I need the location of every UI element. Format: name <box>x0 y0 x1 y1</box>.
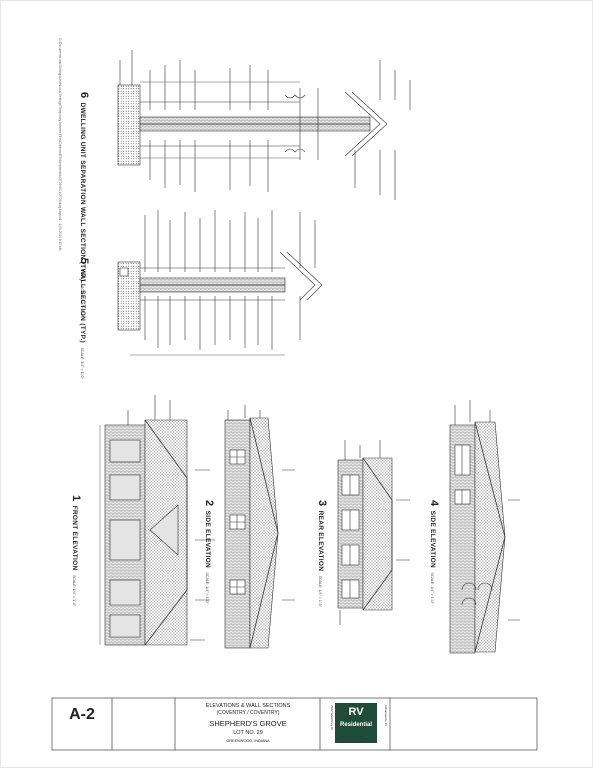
view-3-label: 3 REAR ELEVATION SCALE: 1/4" = 1'-0" <box>314 500 332 607</box>
front-elevation <box>99 395 215 646</box>
view-1-number: 1 <box>70 495 82 502</box>
view-4-scale: SCALE: 1/4" = 1'-0" <box>430 572 434 604</box>
view-5-number: 5 <box>78 258 90 265</box>
view-5-scale: SCALE: 3/4" = 1'-0" <box>80 347 84 379</box>
view-5-title: WALL SECTION (TYP.) <box>79 268 86 344</box>
title-block-lines <box>51 697 538 751</box>
view-4-number: 4 <box>428 500 440 507</box>
company-logo: RV <box>348 706 364 718</box>
file-path-text: C:\Documents and Settings\User\Local Set… <box>58 38 62 251</box>
view-1-label: 1 FRONT ELEVATION SCALE: 1/4" = 1'-0" <box>68 495 86 606</box>
view-4-title: SIDE ELEVATION <box>429 510 436 568</box>
company-name: Residential <box>339 722 372 728</box>
lot-number: LOT NO. 29 <box>233 730 263 736</box>
company-address: 7022 Waterbury Dr. <box>330 705 334 731</box>
company-phone: Tel: 317-514-3300 <box>339 735 365 739</box>
wall-section-6 <box>117 50 411 200</box>
project-name: SHEPHERD'S GROVE <box>209 719 287 728</box>
view-2-label: 2 SIDE ELEVATION SCALE: 1/4" = 1'-0" <box>201 500 219 604</box>
view-3-scale: SCALE: 1/4" = 1'-0" <box>318 575 322 607</box>
company-web: www.rvhomes.com <box>339 740 365 744</box>
view-1-scale: SCALE: 1/4" = 1'-0" <box>72 574 76 607</box>
view-3-title: REAR ELEVATION <box>317 510 324 572</box>
view-3-number: 3 <box>316 500 328 507</box>
view-2-number: 2 <box>203 500 215 507</box>
sheet-title: ELEVATIONS & WALL SECTIONS <box>205 703 291 709</box>
sheet-number: A-2 <box>69 706 95 723</box>
side-elevation-4 <box>449 400 520 654</box>
view-2-title: SIDE ELEVATION <box>204 510 211 568</box>
side-elevation-2 <box>224 405 295 649</box>
project-location: GREENWOOD, INDIANA <box>226 739 270 743</box>
sheet-subtitle: (COVENTRY / COVENTRY) <box>216 710 280 716</box>
wall-section-5 <box>117 210 323 356</box>
view-6-title: DWELLING UNIT SEPARATION WALL SECTION (T… <box>79 102 86 282</box>
rear-elevation <box>337 440 410 625</box>
view-1-title: FRONT ELEVATION <box>71 505 78 571</box>
view-5-label: 5 WALL SECTION (TYP.) SCALE: 3/4" = 1'-0… <box>76 258 94 379</box>
view-6-number: 6 <box>78 92 90 99</box>
view-2-scale: SCALE: 1/4" = 1'-0" <box>205 572 209 604</box>
view-4-label: 4 SIDE ELEVATION SCALE: 1/4" = 1'-0" <box>426 500 444 604</box>
company-city: Indianapolis, IN <box>384 705 388 726</box>
